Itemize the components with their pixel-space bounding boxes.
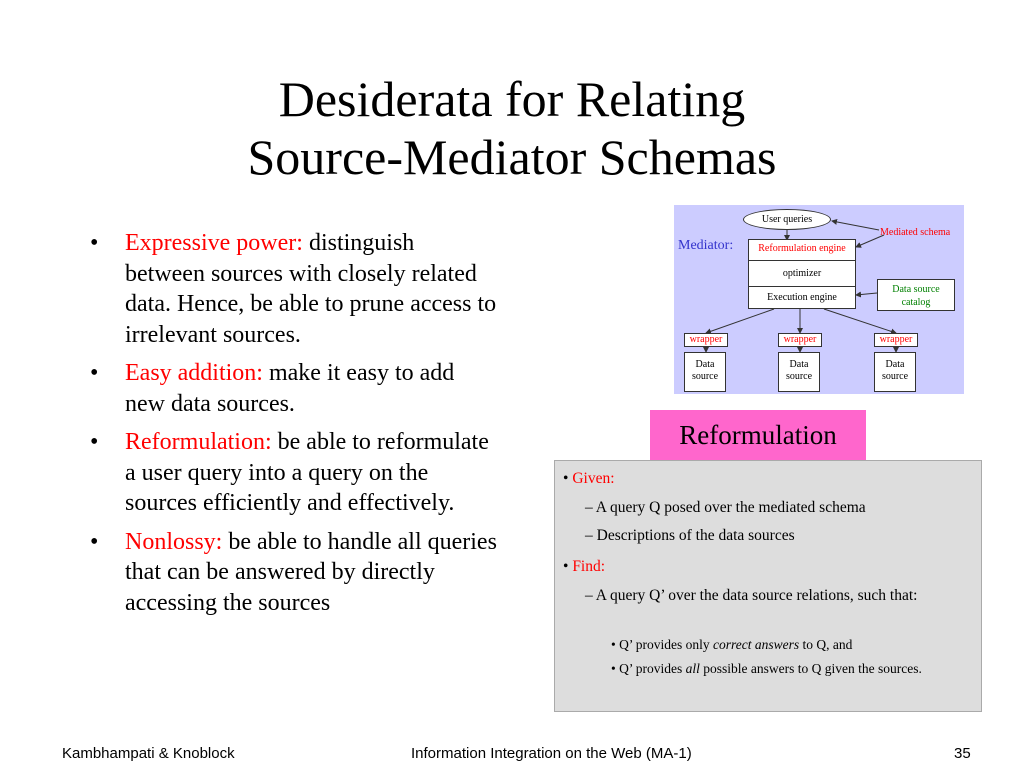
given-item-1: – A query Q posed over the mediated sche… bbox=[585, 499, 866, 516]
source-line-1: Data bbox=[885, 359, 905, 370]
source-line-1: Data bbox=[695, 359, 715, 370]
arrow-catalog-to-engine bbox=[855, 291, 878, 298]
mediator-architecture-diagram: User queries Mediated schema Mediator: R… bbox=[674, 205, 964, 394]
desiderata-list: Expressive power: distinguish between so… bbox=[90, 228, 500, 626]
source-line-1: Data bbox=[789, 359, 809, 370]
optimizer-node: optimizer bbox=[749, 261, 855, 287]
given-heading: • Given: bbox=[563, 470, 615, 487]
given-item-text: Descriptions of the data sources bbox=[596, 527, 795, 544]
arrow-engine-to-wrapper-3 bbox=[823, 308, 897, 335]
data-source-node-2: Data source bbox=[778, 352, 820, 392]
subitem-text: possible answers to Q given the sources. bbox=[699, 661, 922, 676]
find-label: Find: bbox=[572, 558, 606, 575]
find-subitem-1: • Q’ provides only correct answers to Q,… bbox=[611, 637, 853, 652]
footer-course: Information Integration on the Web (MA-1… bbox=[411, 745, 692, 762]
execution-engine-node: Execution engine bbox=[767, 292, 837, 303]
bullet-text: be able to handle all queries that can b… bbox=[125, 528, 497, 616]
catalog-line-2: catalog bbox=[901, 297, 931, 308]
mediator-label: Mediator: bbox=[678, 238, 734, 253]
subitem-text: Q’ provides only bbox=[619, 637, 713, 652]
slide-title: Desiderata for Relating Source-Mediator … bbox=[0, 70, 1024, 186]
reformulation-tab: Reformulation bbox=[650, 410, 866, 460]
source-line-2: source bbox=[881, 371, 909, 382]
title-line-2: Source-Mediator Schemas bbox=[247, 129, 777, 185]
data-source-node-1: Data source bbox=[684, 352, 726, 392]
find-item: – A query Q’ over the data source relati… bbox=[585, 587, 918, 604]
find-item-text: A query Q’ over the data source relation… bbox=[595, 587, 918, 604]
list-item-reformulation: Reformulation: be able to reformulate a … bbox=[90, 427, 500, 519]
subitem-text: Q’ provides bbox=[619, 661, 686, 676]
bullet-term: Nonlossy: bbox=[125, 528, 223, 555]
data-source-node-3: Data source bbox=[874, 352, 916, 392]
footer-authors: Kambhampati & Knoblock bbox=[62, 745, 235, 762]
reformulation-engine-node: Reformulation engine bbox=[749, 240, 855, 261]
source-line-2: source bbox=[785, 371, 813, 382]
find-subitem-2: • Q’ provides all possible answers to Q … bbox=[611, 661, 922, 676]
find-heading: • Find: bbox=[563, 558, 606, 575]
wrapper-node-1: wrapper bbox=[684, 333, 728, 347]
data-source-catalog-node: Data source catalog bbox=[877, 279, 955, 311]
reformulation-panel: • Given: – A query Q posed over the medi… bbox=[554, 460, 982, 712]
footer-page-number: 35 bbox=[954, 745, 971, 762]
subitem-text: to Q, and bbox=[799, 637, 853, 652]
wrapper-node-2: wrapper bbox=[778, 333, 822, 347]
given-label: Given: bbox=[572, 470, 615, 487]
list-item-nonlossy: Nonlossy: be able to handle all queries … bbox=[90, 527, 500, 619]
list-item-expressive-power: Expressive power: distinguish between so… bbox=[90, 228, 500, 350]
list-item-easy-addition: Easy addition: make it easy to add new d… bbox=[90, 358, 500, 419]
bullet-term: Easy addition: bbox=[125, 360, 263, 386]
source-line-2: source bbox=[691, 371, 719, 382]
subitem-emphasis: correct answers bbox=[712, 637, 800, 652]
mediator-box: Reformulation engine optimizer Execution… bbox=[748, 239, 856, 309]
arrow-engine-to-wrapper-1 bbox=[705, 308, 775, 335]
catalog-line-1: Data source bbox=[892, 284, 940, 295]
arrow-schema-to-query bbox=[831, 218, 880, 231]
user-queries-node: User queries bbox=[743, 209, 831, 230]
title-line-1: Desiderata for Relating bbox=[278, 71, 746, 127]
bullet-text: distinguish between sources with closely… bbox=[125, 230, 497, 348]
bullet-text: be able to reformulate a user query into… bbox=[125, 429, 489, 516]
bullet-term: Reformulation: bbox=[125, 429, 272, 455]
diagram-arrows bbox=[703, 218, 899, 353]
subitem-emphasis: all bbox=[685, 661, 700, 676]
given-item-2: – Descriptions of the data sources bbox=[585, 527, 795, 544]
mediated-schema-label: Mediated schema bbox=[880, 227, 951, 238]
wrapper-node-3: wrapper bbox=[874, 333, 918, 347]
bullet-text: make it easy to add new data sources. bbox=[125, 360, 455, 417]
arrow-schema-to-engine bbox=[855, 234, 885, 248]
given-item-text: A query Q posed over the mediated schema bbox=[595, 499, 866, 516]
bullet-term: Expressive power: bbox=[125, 230, 303, 256]
